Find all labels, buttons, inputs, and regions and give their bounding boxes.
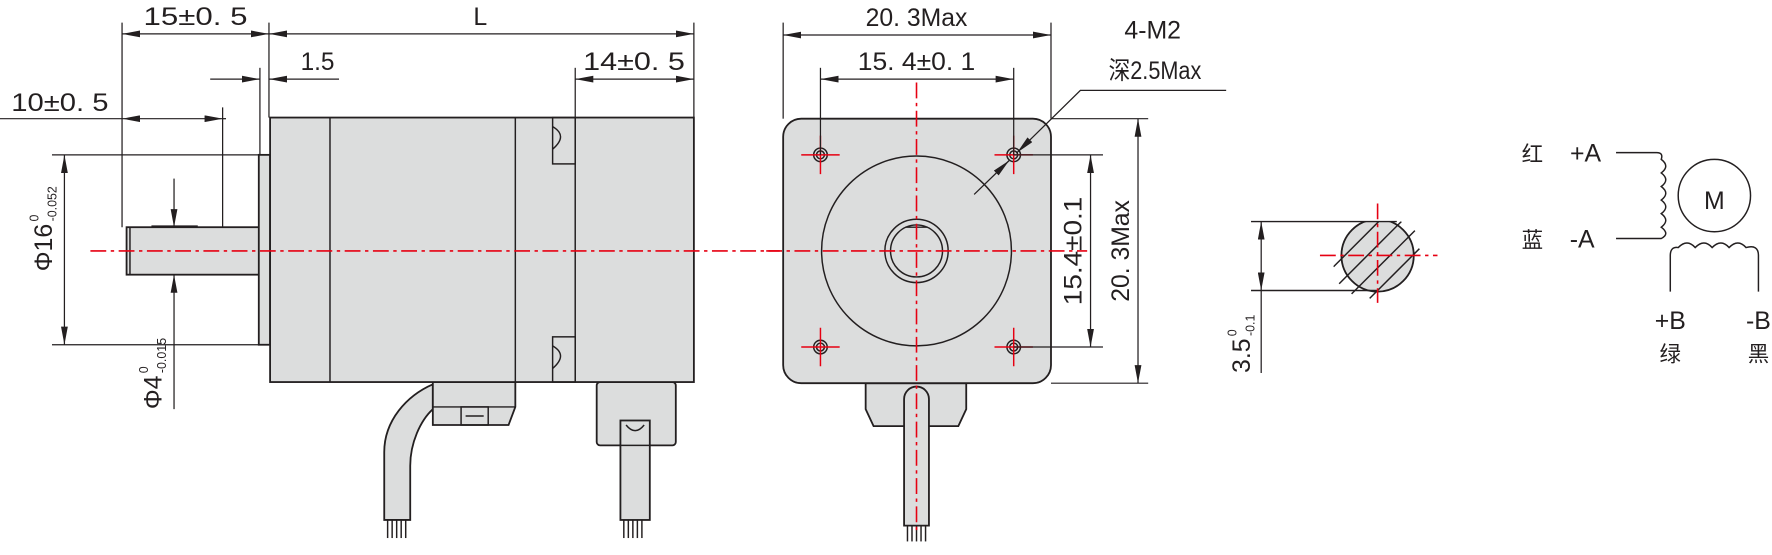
dim-rear: 14±0. 5 [583, 48, 685, 76]
wire-signal-plus-a: +A [1570, 140, 1602, 168]
shaft-section: 3.50-0.1 [1225, 203, 1438, 374]
dim-body-length: L [473, 3, 487, 31]
hole-note-line1: 4-M2 [1124, 16, 1181, 44]
dim-hole-spacing: 15. 4±0. 1 [858, 48, 976, 76]
dim-boss-diameter: Φ160-0.052 [27, 186, 59, 271]
motor-label: M [1704, 187, 1725, 215]
wire-color-green: 绿 [1660, 343, 1681, 368]
dim-flat: 3.50-0.1 [1225, 315, 1257, 373]
dim-boss: 1.5 [301, 48, 335, 76]
front-view: 20. 3Max 15. 4±0. 1 4-M2 深2.5Max 15.4±0.… [766, 4, 1227, 542]
coil-b [1669, 242, 1760, 292]
dim-hole-spacing-vertical: 15.4±0.1 [1060, 197, 1088, 306]
motor-symbol [1677, 158, 1752, 233]
wiring-diagram: 红 +A 蓝 -A M +B -B 绿 黑 [1522, 140, 1771, 368]
wire-signal-plus-b: +B [1655, 307, 1686, 335]
cable-rear [619, 419, 651, 521]
connector-left [431, 381, 517, 426]
wire-signal-minus-b: -B [1746, 307, 1771, 335]
wire-color-blue: 蓝 [1522, 229, 1543, 254]
dim-front-height: 20. 3Max [1107, 200, 1135, 302]
coil-a [1616, 151, 1667, 240]
boss [257, 153, 271, 346]
hole-note-line2: 深2.5Max [1109, 57, 1202, 85]
cable-left [383, 382, 434, 521]
dim-front-width: 20. 3Max [866, 4, 968, 32]
wire-color-black: 黑 [1748, 343, 1769, 368]
dim-shaft-length: 15±0. 5 [144, 3, 248, 31]
dim-shaft-diameter: Φ40-0.015 [137, 338, 169, 409]
dim-flat-length: 10±0. 5 [11, 89, 108, 117]
wire-ends-left [386, 519, 407, 539]
wire-signal-minus-a: -A [1570, 226, 1595, 254]
side-view: 15±0. 5 L 1.5 14±0. 5 10±0. 5 Φ160-0.052… [0, 3, 780, 539]
wire-color-red: 红 [1522, 143, 1543, 168]
wire-ends-rear [623, 519, 643, 539]
motor-body [269, 116, 695, 383]
